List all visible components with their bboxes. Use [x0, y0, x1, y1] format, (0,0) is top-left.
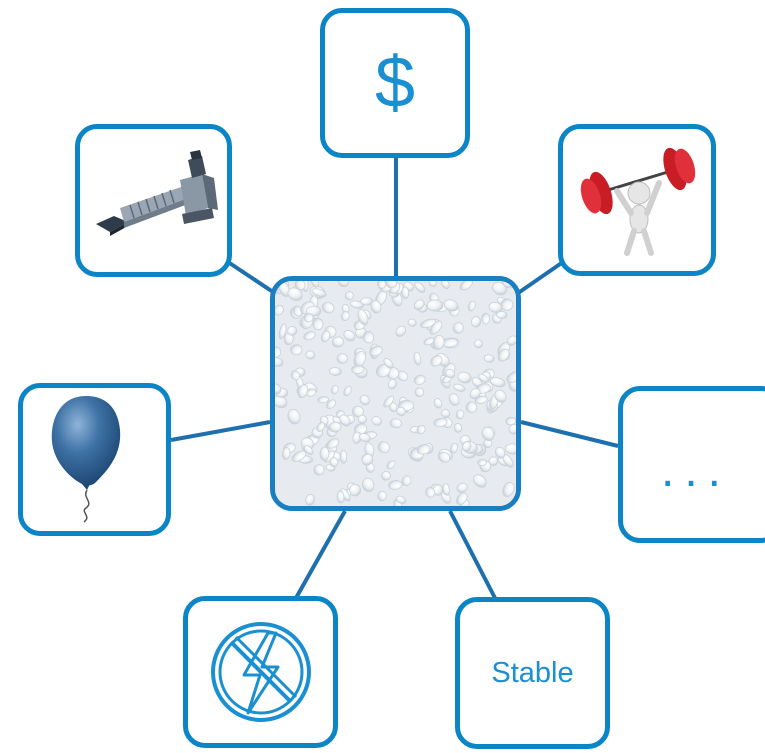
- ellipsis-label: ...: [661, 443, 732, 497]
- plastic-pellets-icon: [275, 281, 516, 506]
- dollar-sign-icon: $: [374, 43, 416, 123]
- extruder-card: [75, 124, 232, 277]
- no-electricity-icon: [210, 622, 311, 722]
- insulator-card: [183, 596, 338, 748]
- strength-card: [558, 124, 716, 276]
- stable-card: Stable: [455, 597, 610, 749]
- extruder-machine-icon: [95, 149, 218, 236]
- balloon-card: [18, 383, 171, 536]
- connector-balloon: [170, 420, 271, 442]
- balloon-icon: [51, 395, 120, 523]
- pellets-image-card: [270, 276, 521, 511]
- weightlifter-icon: [580, 147, 696, 256]
- stable-label: Stable: [491, 656, 574, 689]
- connector-insulator: [294, 510, 347, 599]
- connector-more: [520, 420, 619, 448]
- more-card: ...: [618, 386, 765, 543]
- connector-stable: [448, 510, 497, 599]
- cost-card: $: [320, 8, 470, 158]
